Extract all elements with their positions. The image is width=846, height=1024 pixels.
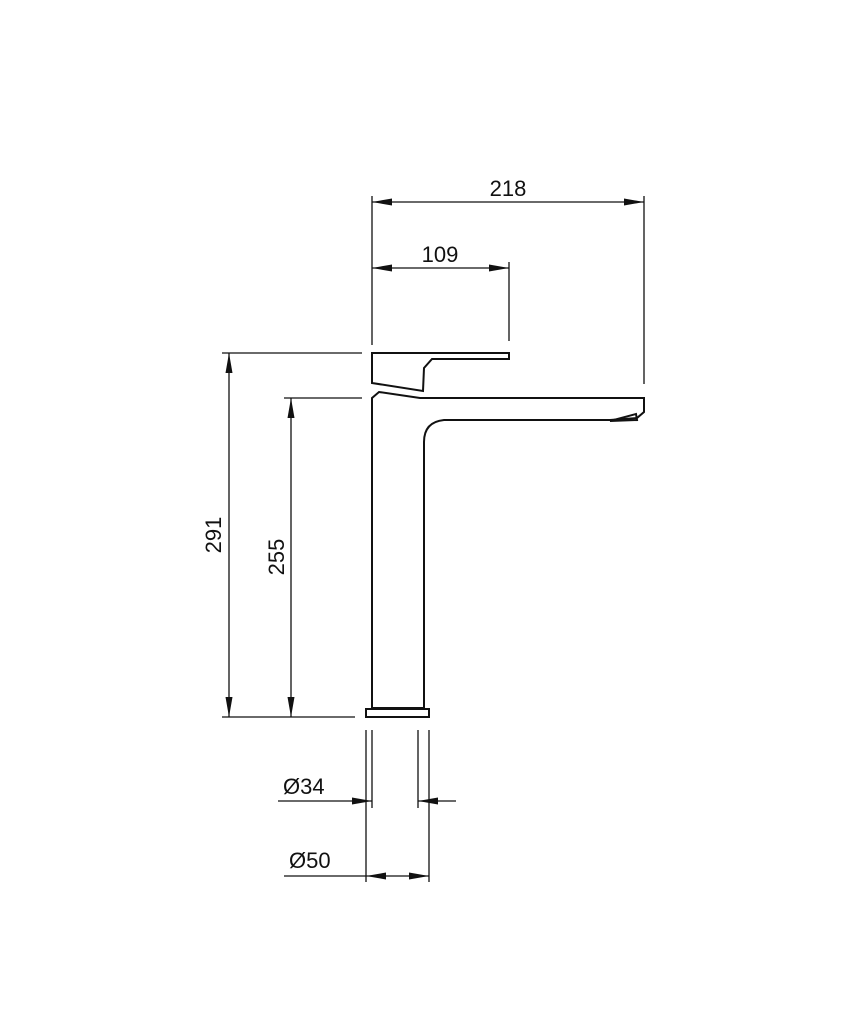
dimension-255: 255 (264, 397, 362, 717)
lever-handle (371, 352, 510, 393)
dimension-109: 109 (372, 242, 510, 341)
dimension-291: 291 (201, 352, 362, 718)
dimension-label-diameter-50: Ø50 (289, 848, 331, 873)
dimension-label-291: 291 (201, 517, 226, 554)
spout-body (371, 390, 645, 709)
dimension-label-diameter-34: Ø34 (283, 774, 325, 799)
dimension-label-109: 109 (422, 242, 459, 267)
dimension-218: 218 (371, 176, 645, 384)
faucet-body (365, 352, 645, 718)
dimension-label-255: 255 (264, 539, 289, 576)
aerator (609, 412, 639, 422)
dimension-diameter-50: Ø50 (284, 730, 430, 882)
base-ring (365, 708, 430, 718)
dimension-diameter-34: Ø34 (278, 730, 456, 808)
dimension-label-218: 218 (490, 176, 527, 201)
